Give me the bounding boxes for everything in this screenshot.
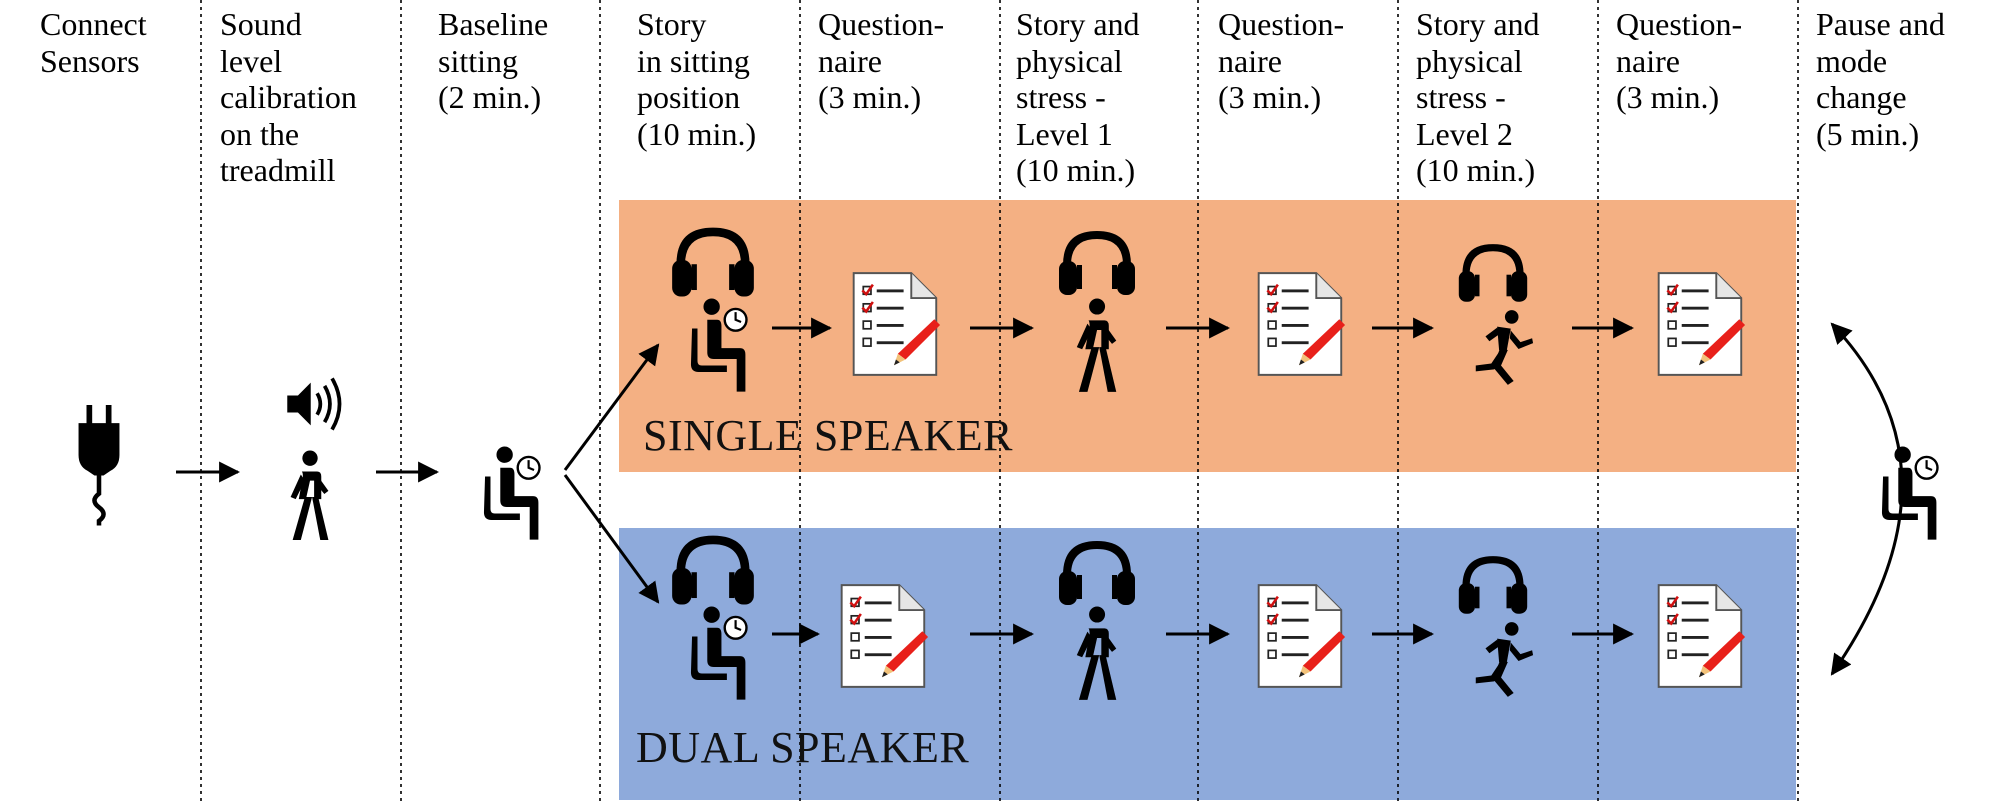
column-label-connect-sensors: Connect Sensors xyxy=(40,6,147,79)
dual-speaker-band xyxy=(619,528,1796,800)
dual-speaker-label: DUAL SPEAKER xyxy=(636,723,970,772)
single-speaker-label: SINGLE SPEAKER xyxy=(643,411,1014,460)
questionnaire-icon xyxy=(840,583,930,689)
questionnaire-icon xyxy=(1657,583,1747,689)
column-label-baseline-sitting: Baseline sitting (2 min.) xyxy=(438,6,549,115)
questionnaire-icon xyxy=(1257,583,1347,689)
column-label-stress-level-2: Story and physical stress - Level 2 (10 … xyxy=(1416,6,1540,188)
seated-person-clock-icon xyxy=(482,446,541,541)
questionnaire-icon xyxy=(852,271,942,377)
column-label-questionnaire-2: Question- naire (3 min.) xyxy=(1218,6,1345,115)
questionnaire-icon xyxy=(1257,271,1347,377)
questionnaire-icon xyxy=(1657,271,1747,377)
column-label-questionnaire-1: Question- naire (3 min.) xyxy=(818,6,945,115)
column-label-pause-mode-change: Pause and mode change (5 min.) xyxy=(1816,6,1945,152)
column-label-sound-calibration: Sound level calibration on the treadmill xyxy=(220,6,357,188)
column-separators xyxy=(200,0,1799,801)
column-label-stress-level-1: Story and physical stress - Level 1 (10 … xyxy=(1016,6,1140,188)
seated-person-clock-icon xyxy=(1880,446,1939,541)
flow-arrows xyxy=(176,317,1904,676)
column-label-questionnaire-3: Question- naire (3 min.) xyxy=(1616,6,1743,115)
speaker-icon xyxy=(285,376,342,432)
column-label-story-sitting: Story in sitting position (10 min.) xyxy=(637,6,757,152)
plug-icon xyxy=(79,405,120,525)
walking-person-icon xyxy=(290,450,329,540)
